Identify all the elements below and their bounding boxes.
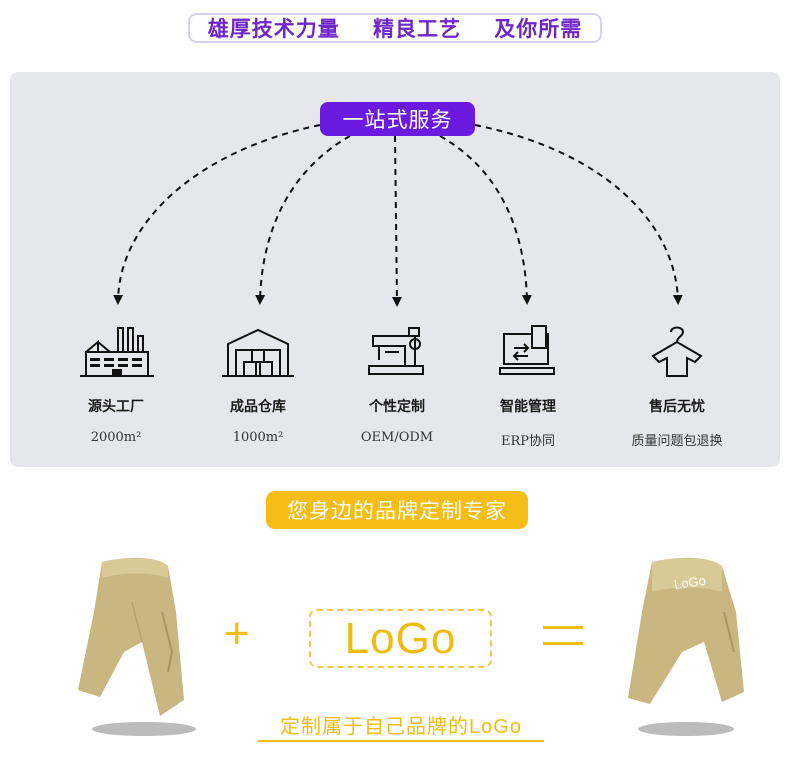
brand-tagline: 您身边的品牌定制专家 — [266, 491, 528, 529]
service-item-name: 售后无忧 — [649, 398, 705, 414]
service-item-desc: ERP协同 — [500, 434, 556, 449]
equals-sign — [543, 626, 583, 648]
shorts-product-with-logo: LoGo — [624, 552, 749, 737]
service-item-management: 智能管理 ERP协同 — [463, 322, 593, 449]
plus-sign: + — [224, 609, 250, 658]
service-item-name: 源头工厂 — [88, 398, 144, 414]
arrow-management — [439, 135, 532, 305]
one-stop-service-title: 一站式服务 — [320, 102, 475, 136]
service-item-custom: 个性定制 OEM/ODM — [332, 322, 462, 445]
bottom-caption: 定制属于自己品牌的LoGo — [258, 710, 544, 742]
service-item-name: 成品仓库 — [230, 398, 286, 414]
arrow-warehouse — [255, 135, 351, 305]
service-item-desc: 质量问题包退换 — [631, 434, 723, 449]
service-item-desc: OEM/ODM — [360, 430, 434, 445]
service-item-aftersale: 售后无忧 质量问题包退换 — [612, 322, 742, 449]
sewing-machine-icon — [368, 327, 424, 375]
service-item-warehouse: 成品仓库 1000m² — [193, 322, 323, 445]
service-item-name: 智能管理 — [500, 398, 556, 414]
header-banner: 雄厚技术力量 精良工艺 及你所需 — [188, 13, 602, 43]
arrow-custom — [391, 135, 402, 307]
service-arrows — [113, 124, 683, 307]
service-item-desc: 2000m² — [90, 430, 142, 445]
service-item-factory: 源头工厂 2000m² — [51, 322, 181, 445]
arrow-aftersale — [474, 124, 683, 305]
service-item-desc: 1000m² — [232, 430, 284, 445]
arrow-factory — [113, 124, 321, 305]
warehouse-icon — [222, 328, 294, 377]
shorts-graphic — [628, 557, 744, 736]
factory-icon — [80, 327, 154, 377]
hanger-icon — [651, 326, 703, 377]
shorts-product-plain — [78, 557, 196, 736]
service-item-name: 个性定制 — [369, 398, 425, 414]
computer-sync-icon — [499, 325, 555, 375]
logo-placeholder-box: LoGo — [309, 609, 492, 668]
